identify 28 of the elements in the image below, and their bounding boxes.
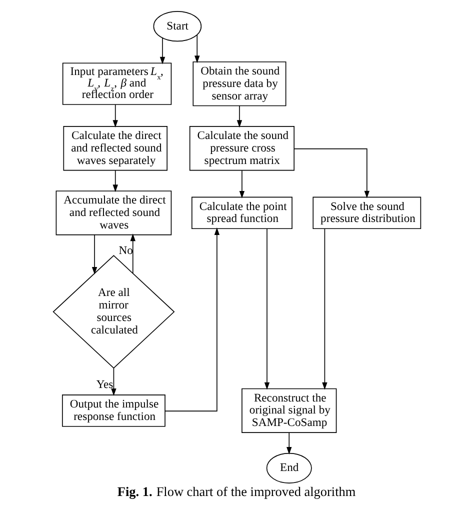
node-ellipse: End — [266, 452, 312, 484]
node-box: Solve the sound pressure distribution — [312, 196, 422, 230]
edge-label: No — [118, 244, 133, 257]
arrow — [112, 104, 118, 128]
node-box: Output the impulse response function — [62, 394, 166, 427]
arrow — [92, 234, 98, 274]
node-ellipse: Start — [153, 11, 202, 42]
arrow — [164, 228, 220, 412]
arrow — [160, 38, 166, 64]
arrow — [264, 228, 270, 390]
node-box: Accumulate the direct and reflected sound waves — [56, 190, 172, 236]
arrow — [294, 148, 370, 198]
arrow — [239, 170, 245, 198]
node-diamond: Are all mirror sources calculated — [52, 254, 175, 369]
arrow — [111, 368, 116, 396]
arrow — [286, 432, 292, 454]
node-box: Calculate the sound pressure cross spectrum matrix — [189, 126, 294, 171]
edge-label: Yes — [96, 378, 114, 391]
node-box: Calculate the direct and reflected sound waves separately — [63, 126, 168, 171]
node-box: Reconstruct the original signal by SAMP-CoSamp — [242, 388, 337, 433]
caption: Fig. 1. Flow chart of the improved algorithm — [117, 484, 356, 500]
arrow — [130, 234, 136, 274]
arrow — [236, 106, 242, 128]
node-box: Obtain the sound pressure data by sensor array — [192, 61, 286, 106]
arrow — [194, 34, 200, 64]
node-box: Calculate the point spread function — [192, 196, 292, 230]
arrow — [322, 228, 328, 390]
arrow — [112, 170, 118, 192]
